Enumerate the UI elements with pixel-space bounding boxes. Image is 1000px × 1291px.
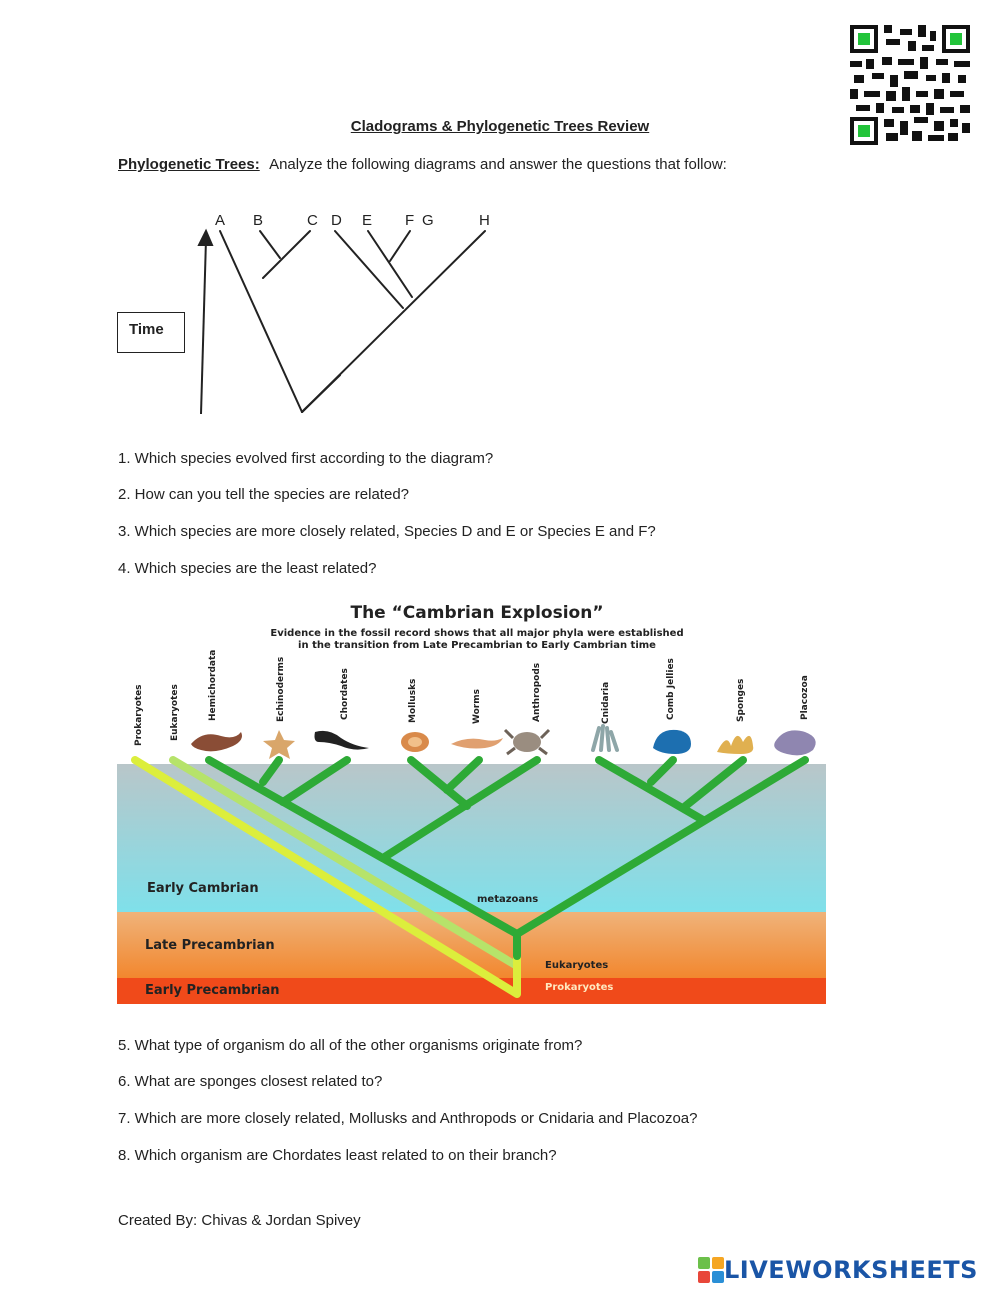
cambrian-title: The “Cambrian Explosion” (350, 603, 603, 623)
era-late-precambrian: Late Precambrian (145, 938, 275, 953)
species-label-c: C (307, 212, 318, 229)
species-label-e: E (362, 212, 372, 229)
taxon-cnidaria: Cnidaria (601, 682, 611, 724)
question-2: 2. How can you tell the species are rela… (118, 486, 409, 503)
sponge-icon (717, 735, 754, 754)
species-label-a: A (215, 212, 225, 229)
taxon-echinoderms: Echinoderms (276, 657, 286, 722)
species-label-b: B (253, 212, 263, 229)
page-title: Cladograms & Phylogenetic Trees Review (350, 118, 650, 135)
species-label-h: H (479, 212, 490, 229)
eukaryote-lineage (169, 756, 521, 970)
question-7: 7. Which are more closely related, Mollu… (118, 1110, 698, 1127)
node-label-metazoans: metazoans (477, 894, 538, 905)
taxon-sponges: Sponges (736, 679, 746, 722)
liveworksheets-icon (698, 1257, 724, 1283)
question-5: 5. What type of organism do all of the o… (118, 1037, 583, 1054)
species-label-f: F (405, 212, 414, 229)
species-label-d: D (331, 212, 342, 229)
taxon-placozoa: Placozoa (800, 675, 810, 720)
metazoan-branches (205, 756, 809, 960)
organism-illustrations (191, 724, 816, 759)
taxon-eukaryotes: Eukaryotes (170, 684, 180, 741)
taxon-chordates: Chordates (340, 668, 350, 720)
hemichordata-icon (191, 732, 242, 752)
taxon-mollusks: Mollusks (408, 679, 418, 723)
question-8: 8. Which organism are Chordates least re… (118, 1147, 557, 1164)
question-1: 1. Which species evolved first according… (118, 450, 494, 467)
question-4: 4. Which species are the least related? (118, 560, 377, 577)
prokaryote-lineage (131, 756, 521, 998)
brand-name: LIVEWORKSHEETS (724, 1256, 978, 1284)
cambrian-explosion-diagram: The “Cambrian Explosion” Evidence in the… (117, 603, 826, 1004)
cnidaria-icon (591, 724, 619, 752)
cambrian-subtitle-1: Evidence in the fossil record shows that… (270, 628, 683, 639)
author-credit: Created By: Chivas & Jordan Spivey (118, 1212, 361, 1229)
taxon-anthropods: Anthropods (532, 663, 542, 722)
taxon-worms: Worms (472, 689, 482, 724)
worm-icon (451, 738, 503, 749)
crab-icon (503, 728, 551, 756)
salamander-icon (314, 730, 369, 750)
shell-icon (401, 732, 429, 752)
starfish-icon (263, 730, 295, 759)
placozoa-icon (774, 730, 816, 756)
intro-text: Analyze the following diagrams and answe… (269, 156, 727, 173)
species-label-g: G (422, 212, 434, 229)
taxon-prokaryotes: Prokaryotes (134, 684, 144, 746)
intro-line: Phylogenetic Trees: Analyze the followin… (118, 156, 727, 173)
taxon-hemichordata: Hemichordata (208, 650, 218, 721)
era-early-cambrian: Early Cambrian (147, 881, 259, 896)
taxon-comb-jellies: Comb Jellies (666, 658, 676, 720)
cambrian-subtitle-2: in the transition from Late Precambrian … (298, 640, 656, 651)
qr-code (850, 25, 970, 145)
cladogram-diagram: A B C D E F G H (197, 212, 490, 415)
node-label-eukaryotes: Eukaryotes (545, 960, 608, 971)
time-label-box: Time (117, 312, 185, 353)
time-label: Time (129, 321, 164, 338)
liveworksheets-logo: LIVEWORKSHEETS (698, 1256, 978, 1284)
question-3: 3. Which species are more closely relate… (118, 523, 656, 540)
comb-jelly-icon (653, 729, 691, 754)
question-6: 6. What are sponges closest related to? (118, 1073, 383, 1090)
era-early-precambrian: Early Precambrian (145, 983, 280, 998)
early-precambrian-band (117, 978, 826, 1004)
section-label: Phylogenetic Trees: (118, 156, 260, 173)
node-label-prokaryotes: Prokaryotes (545, 982, 613, 993)
